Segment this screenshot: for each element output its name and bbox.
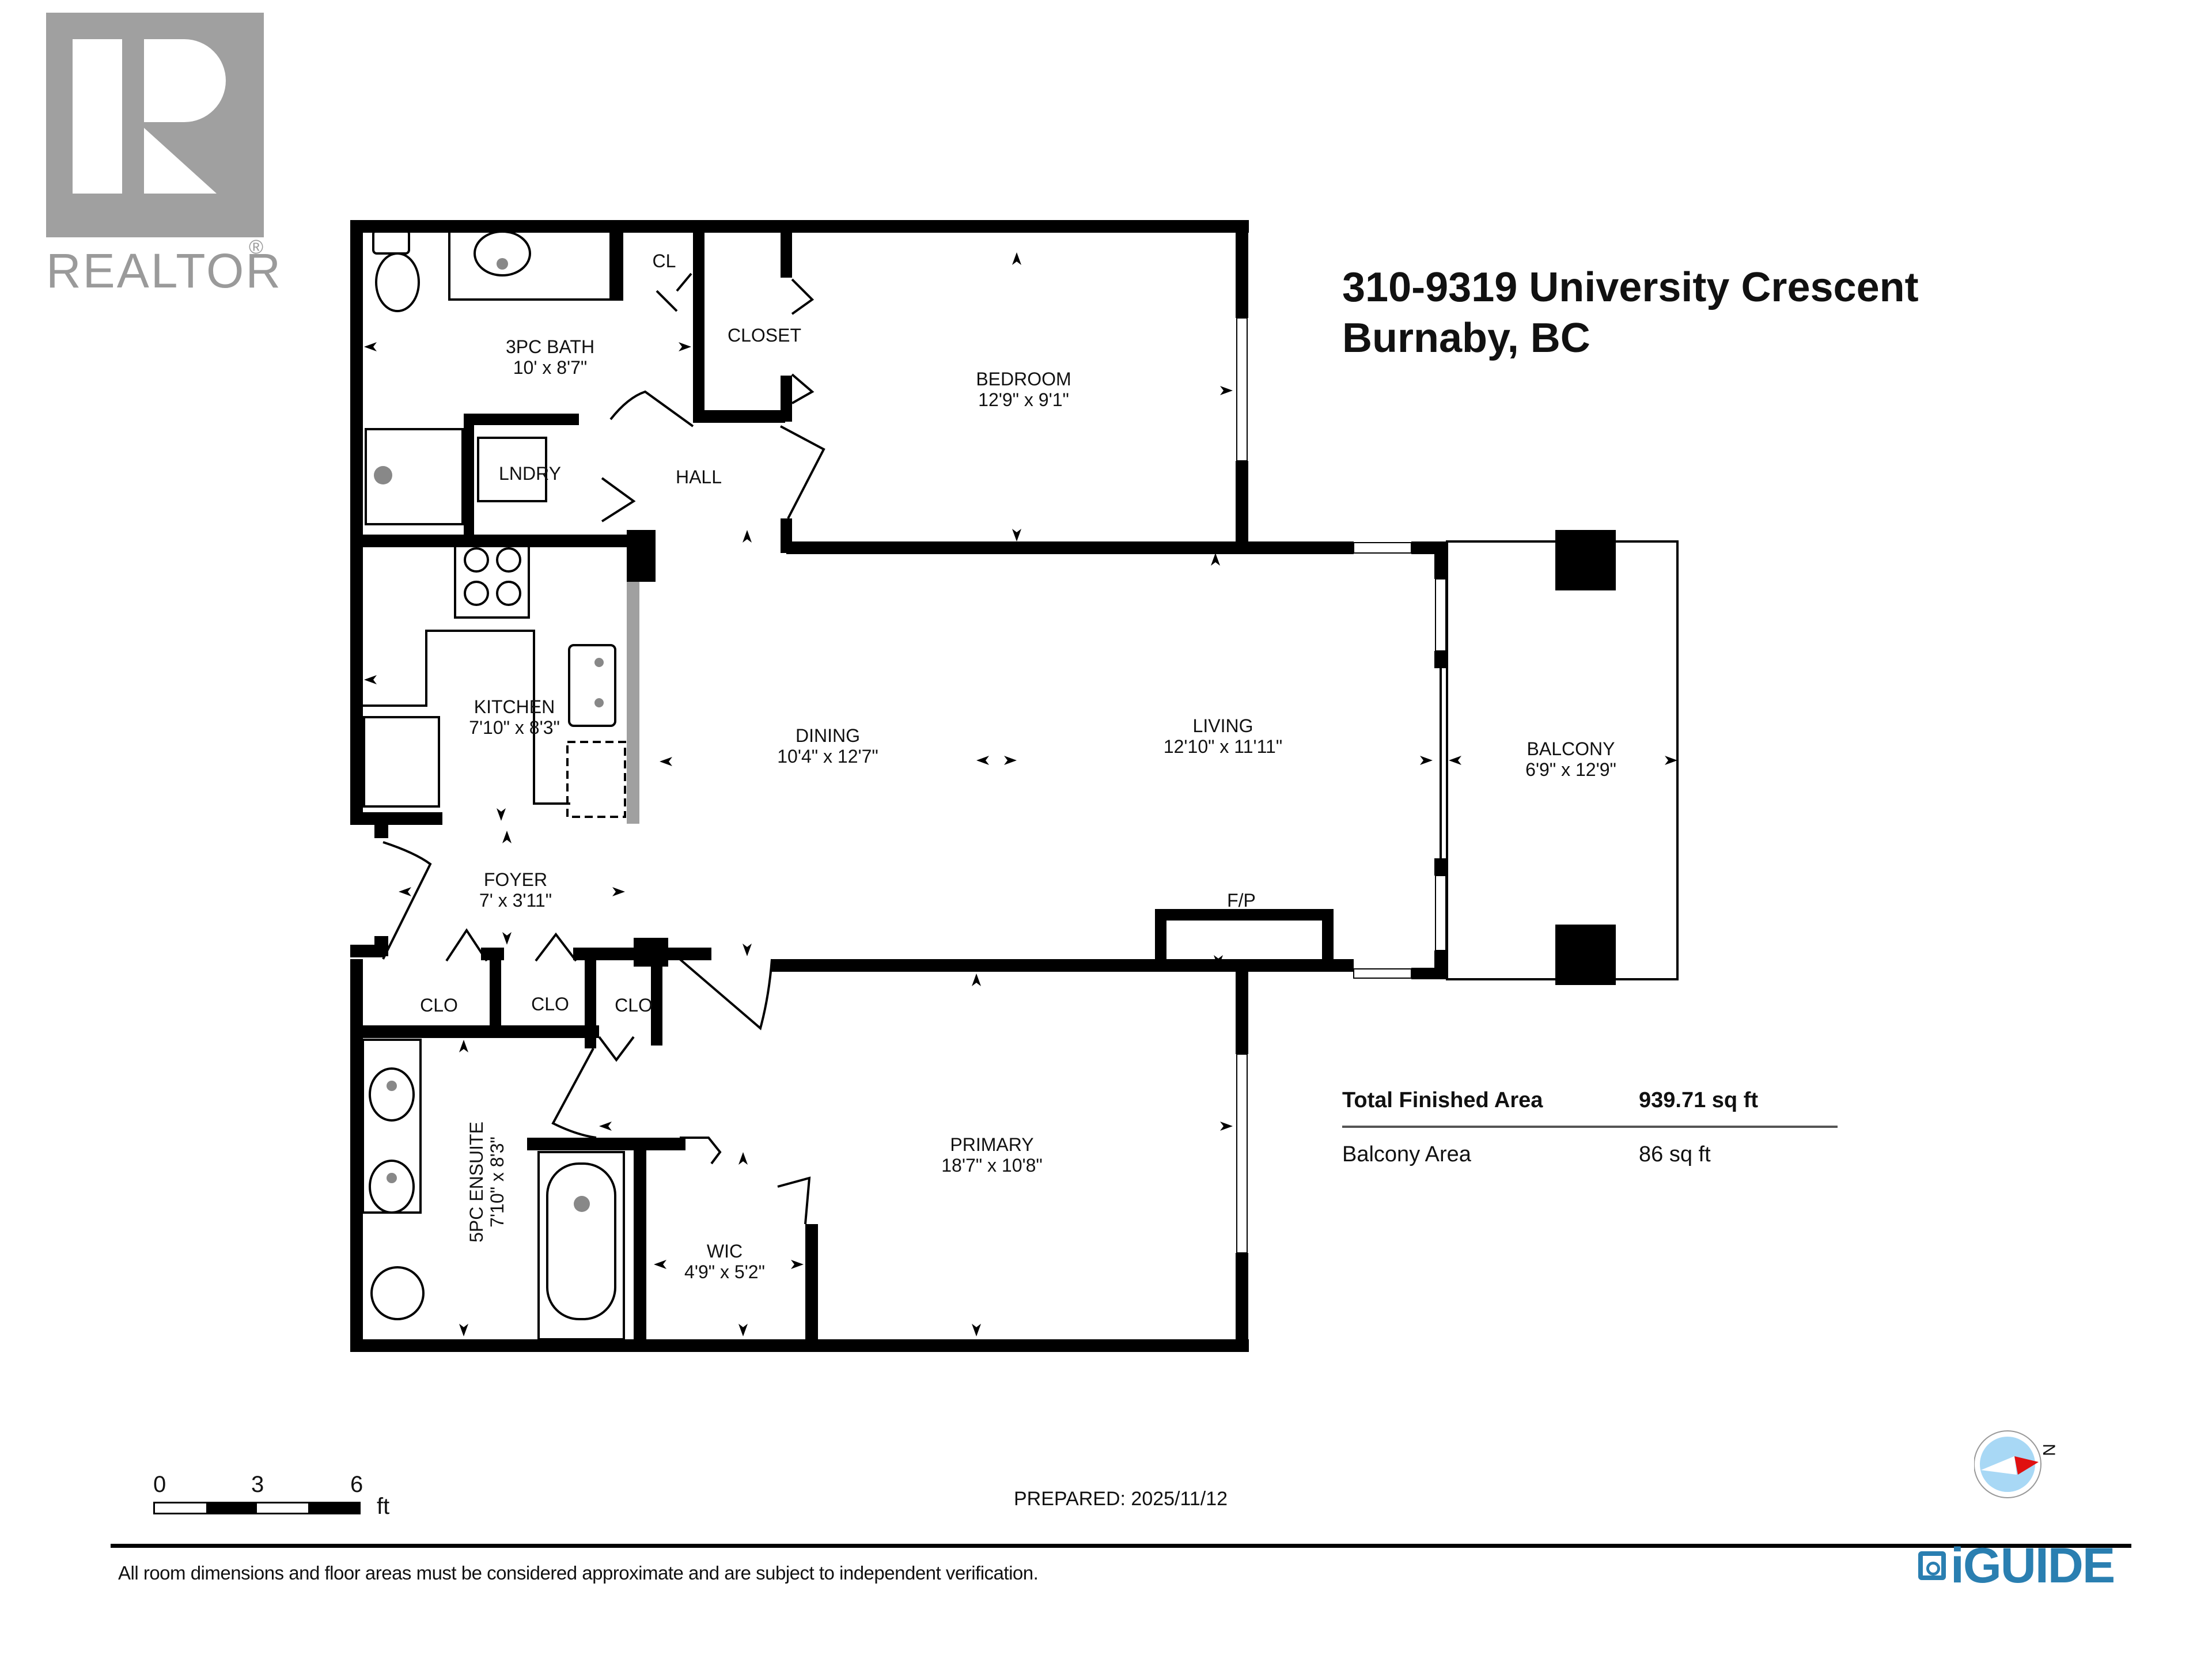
north-compass-icon: N <box>1974 1429 2058 1503</box>
room-name: LIVING <box>1192 715 1253 736</box>
room-cl: CL <box>653 251 676 271</box>
room-name: F/P <box>1227 890 1256 911</box>
room-clo-1: CLO <box>420 995 458 1016</box>
registered-mark: ® <box>249 236 264 258</box>
address-line-2: Burnaby, BC <box>1342 315 1590 361</box>
room-dims: 7'10" x 8'3" <box>469 717 560 738</box>
scale-tick-0: 0 <box>153 1472 166 1497</box>
scale-tick-6: 6 <box>350 1472 363 1497</box>
room-dims: 7'10" x 8'3" <box>487 1137 507 1228</box>
north-label: N <box>2039 1444 2058 1456</box>
room-name: FOYER <box>483 869 548 890</box>
balcony-area-label: Balcony Area <box>1342 1142 1471 1166</box>
scale-tick-3: 3 <box>251 1472 264 1497</box>
room-clo-2: CLO <box>531 994 569 1014</box>
area-divider <box>1342 1126 1838 1128</box>
room-name: CLO <box>531 994 569 1014</box>
room-name: DINING <box>796 725 860 746</box>
room-dims: 12'9" x 9'1" <box>978 389 1069 410</box>
room-dims: 4'9" x 5'2" <box>684 1262 765 1282</box>
room-name: KITCHEN <box>474 696 555 717</box>
iguide-logo: iGUIDE <box>1918 1537 2115 1594</box>
room-name: LNDRY <box>499 463 561 484</box>
room-name: CLO <box>615 995 653 1016</box>
room-name: PRIMARY <box>950 1134 1034 1155</box>
room-dims: 12'10" x 11'11" <box>1163 736 1283 757</box>
balcony-area-value: 86 sq ft <box>1639 1142 1711 1166</box>
room-name: HALL <box>675 467 722 487</box>
property-address: 310-9319 University Crescent Burnaby, BC <box>1342 262 1919 363</box>
room-dims: 10'4" x 12'7" <box>777 746 878 767</box>
room-name: WIC <box>706 1241 743 1262</box>
footer-divider <box>111 1544 2131 1548</box>
total-area-value: 939.71 sq ft <box>1639 1088 1758 1112</box>
room-closet: CLOSET <box>728 325 801 346</box>
room-dims: 10' x 8'7" <box>513 357 588 378</box>
room-name: BEDROOM <box>976 369 1071 389</box>
room-fireplace: F/P <box>1227 890 1256 911</box>
room-dims: 18'7" x 10'8" <box>941 1155 1043 1176</box>
room-name: CL <box>652 251 676 271</box>
room-dims: 7' x 3'11" <box>479 890 552 911</box>
total-area-row: Total Finished Area 939.71 sq ft <box>1342 1083 1838 1118</box>
disclaimer: All room dimensions and floor areas must… <box>118 1562 1039 1584</box>
room-name: BALCONY <box>1527 738 1615 759</box>
realtor-wordmark: REALTOR <box>46 244 282 298</box>
balcony-area-row: Balcony Area 86 sq ft <box>1342 1137 1838 1172</box>
realtor-logo: REALTOR ® <box>46 13 281 298</box>
area-summary: Total Finished Area 939.71 sq ft Balcony… <box>1342 1083 1838 1172</box>
scale-unit: ft <box>377 1494 390 1519</box>
realtor-r-icon <box>46 13 264 237</box>
room-name: CLO <box>420 995 458 1016</box>
scale-bar-graphic <box>153 1502 361 1514</box>
room-name: 5PC ENSUITE <box>466 1122 487 1243</box>
iguide-wordmark: iGUIDE <box>1950 1537 2115 1593</box>
room-clo-3: CLO <box>615 995 653 1016</box>
address-line-1: 310-9319 University Crescent <box>1342 264 1919 310</box>
room-dims: 6'9" x 12'9" <box>1525 759 1616 780</box>
room-laundry: LNDRY <box>499 463 561 484</box>
iguide-camera-icon <box>1918 1551 1946 1580</box>
total-area-label: Total Finished Area <box>1342 1088 1543 1112</box>
room-name: 3PC BATH <box>505 336 595 357</box>
prepared-date: PREPARED: 2025/11/12 <box>1014 1488 1228 1510</box>
room-hall: HALL <box>676 467 722 487</box>
room-name: CLOSET <box>727 325 802 346</box>
